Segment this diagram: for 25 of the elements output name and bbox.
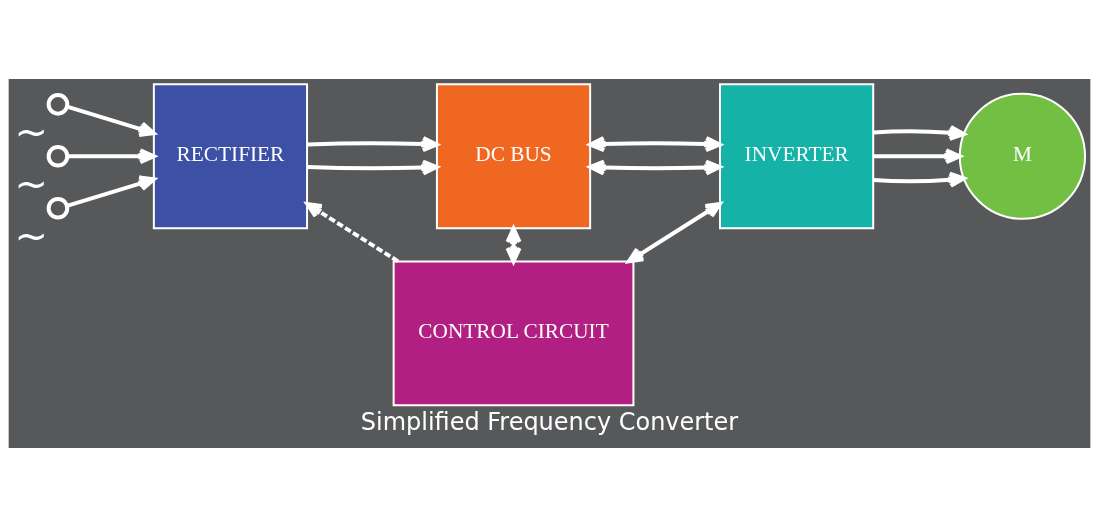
node-box: CONTROL CIRCUIT bbox=[392, 260, 635, 407]
node-box: INVERTER bbox=[719, 83, 875, 230]
node-label: ~ bbox=[14, 160, 49, 207]
arrow bbox=[307, 136, 439, 153]
arrow bbox=[873, 148, 962, 165]
arrow bbox=[307, 159, 439, 176]
arrow bbox=[67, 148, 156, 165]
node-label: ~ bbox=[14, 108, 49, 155]
node-box: RECTIFIER bbox=[152, 83, 309, 230]
node-circle bbox=[46, 93, 70, 116]
node-label: ~ bbox=[14, 212, 49, 259]
arrow bbox=[588, 136, 722, 153]
caption: Simplified Frequency Converter bbox=[360, 407, 739, 436]
arrow bbox=[505, 226, 522, 264]
arrow bbox=[626, 201, 722, 264]
arrow bbox=[305, 202, 400, 263]
node-box: DC BUS bbox=[435, 83, 592, 230]
arrow bbox=[66, 175, 156, 208]
node-circle bbox=[46, 196, 70, 220]
node-circle: M bbox=[958, 92, 1086, 220]
node-circle bbox=[46, 144, 70, 168]
arrow bbox=[873, 171, 966, 188]
arrow bbox=[66, 104, 156, 137]
arrow bbox=[588, 159, 722, 176]
arrow bbox=[873, 124, 966, 141]
